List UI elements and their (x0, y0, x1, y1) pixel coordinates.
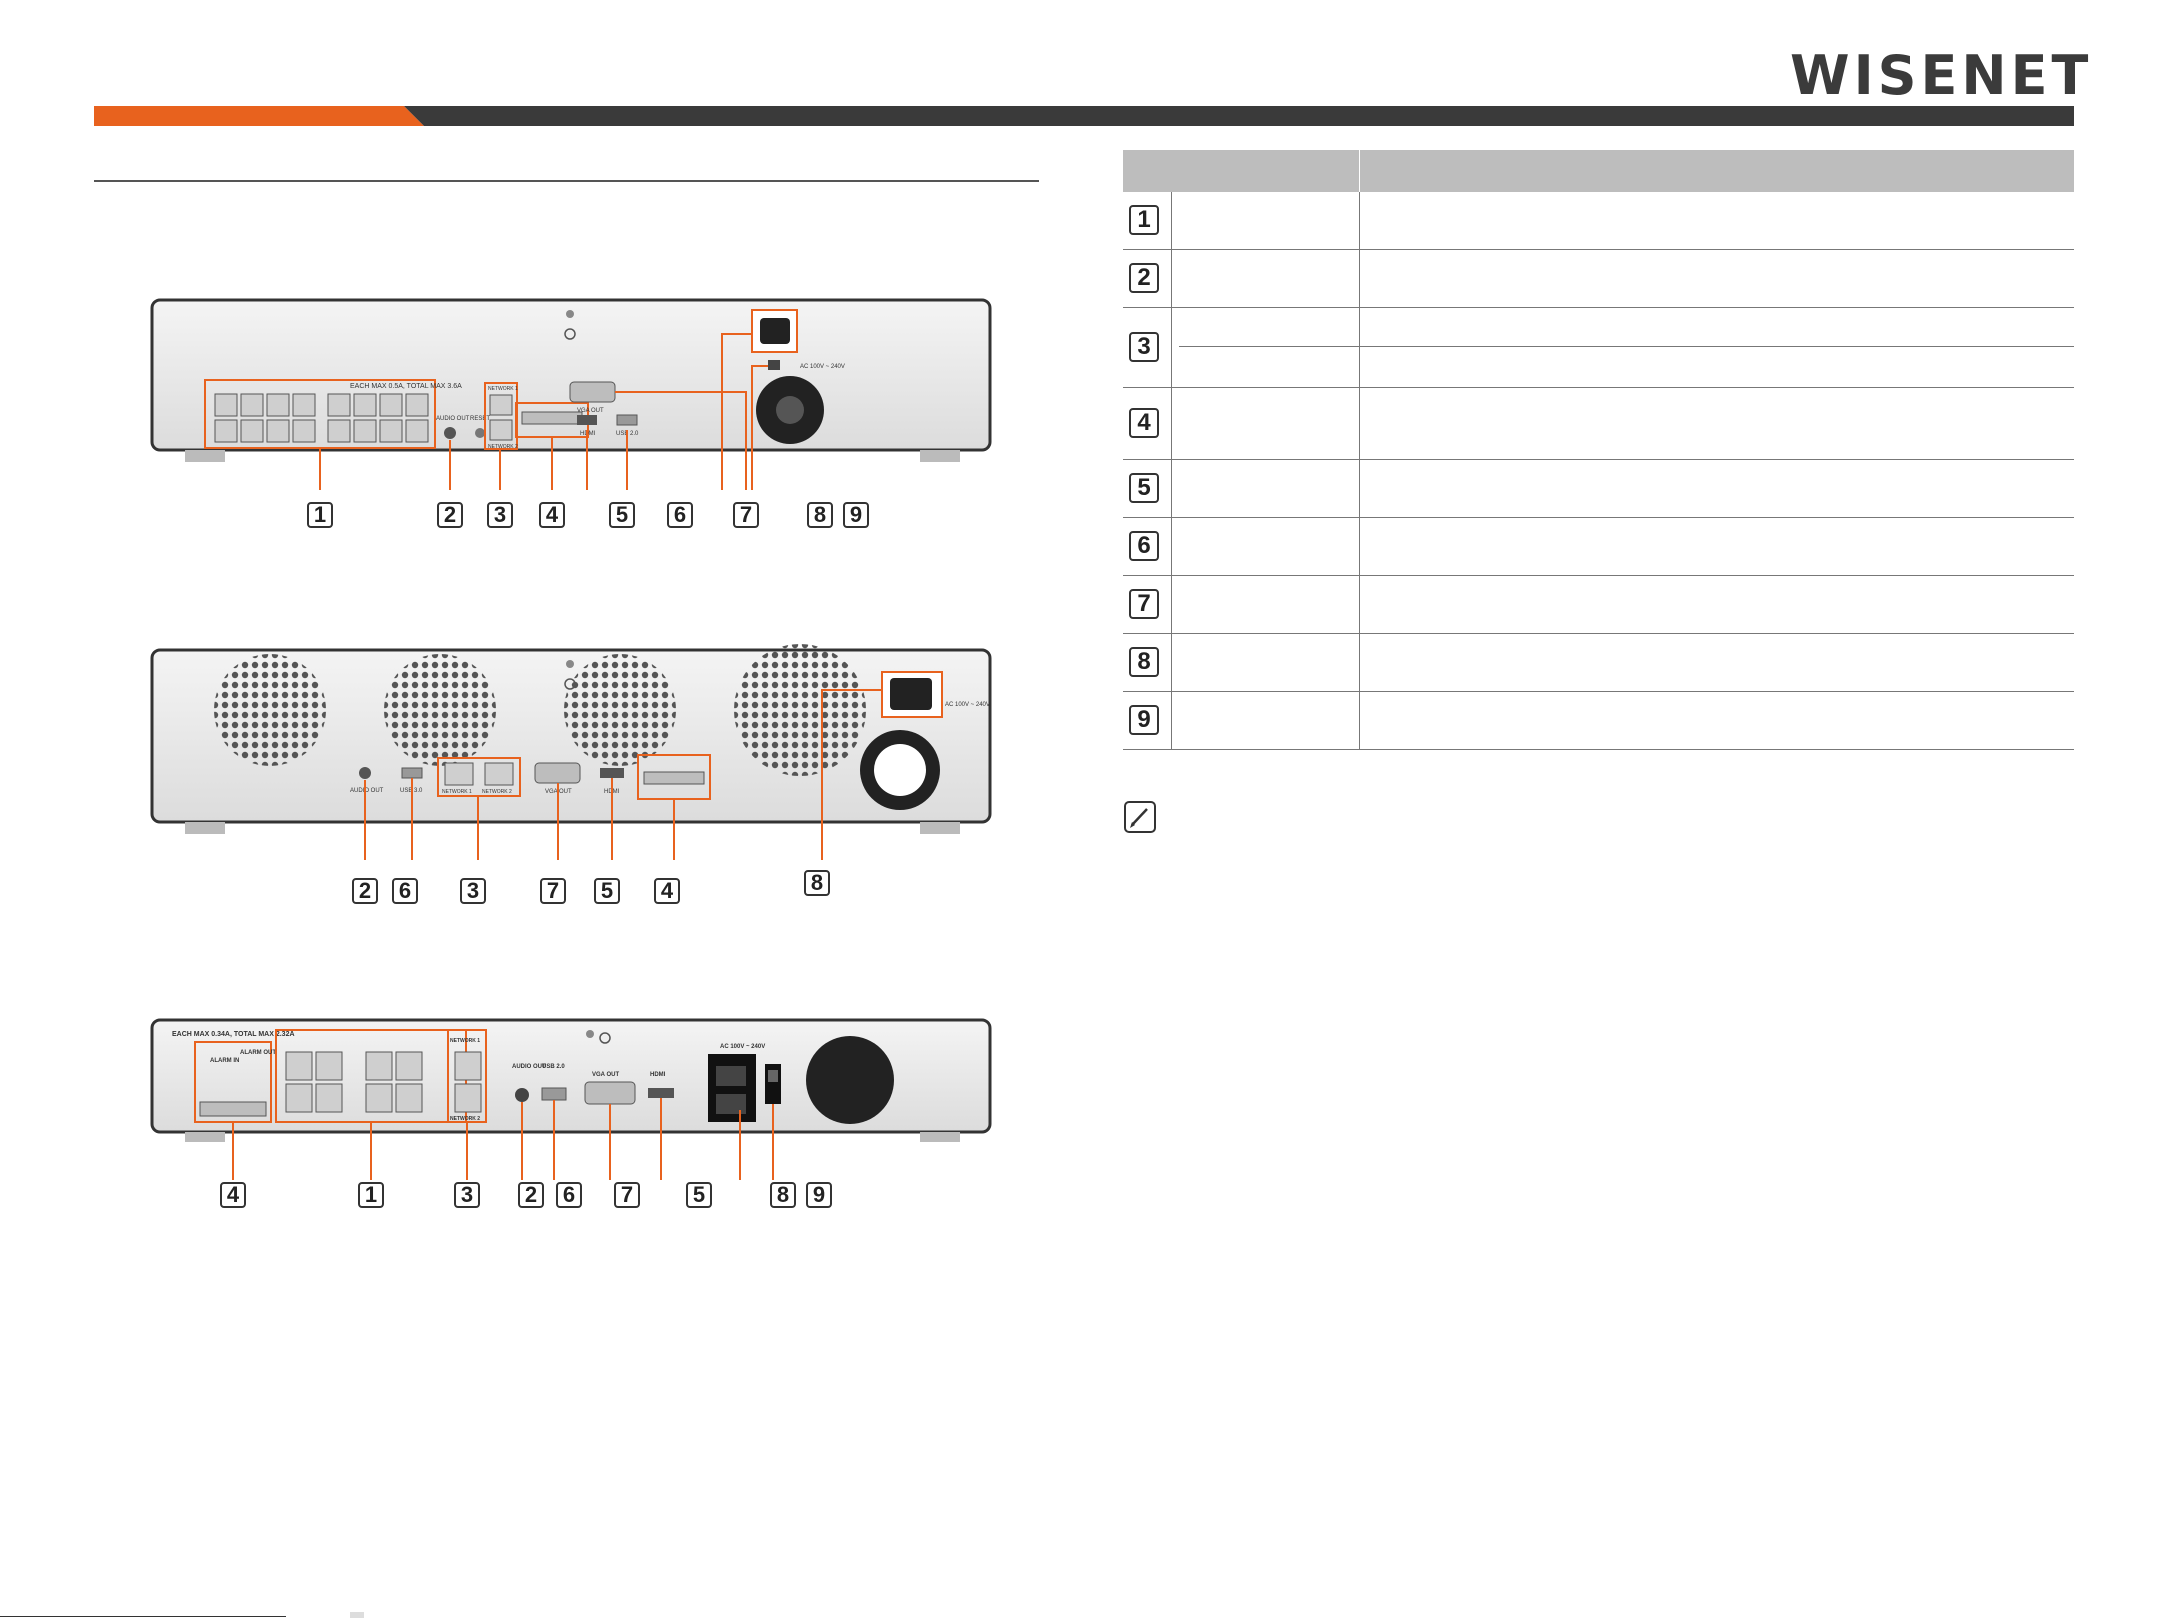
poe-caption: EACH MAX 0.5A, TOTAL MAX 3.6A (350, 383, 462, 390)
table-row: 7 (1123, 576, 2074, 634)
table-row-number: 2 (1129, 263, 1159, 293)
nvr-rear-panel-2: AC 100V ~ 240V AUDIO OUT USB 3.0 NETWORK… (150, 644, 992, 860)
figure-3-callout-4: 4 (220, 1182, 246, 1208)
table-row-number: 6 (1129, 531, 1159, 561)
figure-3-callout-3: 3 (454, 1182, 480, 1208)
table-row: 9 (1123, 692, 2074, 750)
nvr-rear-panel-3: EACH MAX 0.34A, TOTAL MAX 2.32A ALARM IN… (150, 1018, 992, 1180)
figure-1-callout-3: 3 (487, 502, 513, 528)
table-header (1123, 150, 2074, 192)
wisenet-logo: WISENET (1790, 44, 2093, 107)
figure-1-callout-4: 4 (539, 502, 565, 528)
table-row-number: 3 (1129, 332, 1159, 362)
table-row: 3 (1123, 308, 2074, 388)
svg-text:NETWORK 2: NETWORK 2 (450, 1116, 480, 1122)
svg-text:NETWORK 1: NETWORK 1 (488, 386, 518, 392)
svg-text:AC 100V ~ 240V: AC 100V ~ 240V (720, 1044, 765, 1050)
svg-text:USB 2.0: USB 2.0 (542, 1064, 565, 1070)
svg-text:AC 100V ~ 240V: AC 100V ~ 240V (945, 702, 990, 708)
svg-text:AC 100V ~ 240V: AC 100V ~ 240V (800, 364, 845, 370)
note-pencil-icon (1124, 801, 1156, 833)
figure-2-callout-5: 5 (594, 878, 620, 904)
figure-3-callout-9: 9 (806, 1182, 832, 1208)
figure-1-callout-2: 2 (437, 502, 463, 528)
svg-text:AUDIO OUT: AUDIO OUT (436, 416, 470, 422)
figure-1: EACH MAX 0.5A, TOTAL MAX 3.6A AUDIO OUT … (140, 290, 1000, 550)
svg-text:AUDIO OUT: AUDIO OUT (350, 788, 384, 794)
svg-text:ALARM IN: ALARM IN (210, 1058, 239, 1064)
table-row: 8 (1123, 634, 2074, 692)
table-row: 6 (1123, 518, 2074, 576)
svg-text:VGA OUT: VGA OUT (577, 408, 604, 414)
figure-1-callout-7: 7 (733, 502, 759, 528)
table-row-number: 5 (1129, 473, 1159, 503)
figure-2-callout-4: 4 (654, 878, 680, 904)
svg-text:EACH MAX 0.34A, TOTAL MAX 2.32: EACH MAX 0.34A, TOTAL MAX 2.32A (172, 1031, 295, 1038)
figure-3-callout-2: 2 (518, 1182, 544, 1208)
table-row-number: 7 (1129, 589, 1159, 619)
figure-1-callout-9: 9 (843, 502, 869, 528)
svg-text:NETWORK 1: NETWORK 1 (442, 789, 472, 795)
figure-2-callout-2: 2 (352, 878, 378, 904)
figure-2: AC 100V ~ 240V AUDIO OUT USB 3.0 NETWORK… (140, 640, 1000, 920)
figure-2-callout-7: 7 (540, 878, 566, 904)
header-banner (94, 106, 2074, 126)
figure-3-callout-1: 1 (358, 1182, 384, 1208)
table-row: 2 (1123, 250, 2074, 308)
figure-3: EACH MAX 0.34A, TOTAL MAX 2.32A ALARM IN… (140, 1010, 1000, 1210)
figure-1-callout-6: 6 (667, 502, 693, 528)
table-row-number: 4 (1129, 408, 1159, 438)
figure-1-callout-1: 1 (307, 502, 333, 528)
table-row: 5 (1123, 460, 2074, 518)
svg-text:RESET: RESET (470, 416, 490, 422)
table-row-number: 8 (1129, 647, 1159, 677)
svg-text:NETWORK 2: NETWORK 2 (488, 444, 518, 450)
figure-1-callout-8: 8 (807, 502, 833, 528)
footer-rule (0, 1616, 286, 1617)
svg-text:NETWORK 1: NETWORK 1 (450, 1038, 480, 1044)
figure-1-callout-5: 5 (609, 502, 635, 528)
figure-3-callout-8: 8 (770, 1182, 796, 1208)
figure-3-callout-6: 6 (556, 1182, 582, 1208)
svg-text:NETWORK 2: NETWORK 2 (482, 789, 512, 795)
figure-2-callout-8: 8 (804, 870, 830, 896)
nvr-rear-panel-1: EACH MAX 0.5A, TOTAL MAX 3.6A AUDIO OUT … (150, 298, 992, 490)
svg-text:HDMI: HDMI (650, 1072, 666, 1078)
footer-mark (350, 1612, 364, 1618)
figure-3-callout-7: 7 (614, 1182, 640, 1208)
table-row: 4 (1123, 388, 2074, 460)
svg-text:AUDIO OUT: AUDIO OUT (512, 1064, 546, 1070)
table-row: 1 (1123, 192, 2074, 250)
table-row-number: 9 (1129, 705, 1159, 735)
figure-2-callout-6: 6 (392, 878, 418, 904)
svg-text:VGA OUT: VGA OUT (592, 1072, 619, 1078)
figure-3-callout-5: 5 (686, 1182, 712, 1208)
section-rule (94, 180, 1039, 182)
table-row-number: 1 (1129, 205, 1159, 235)
svg-text:ALARM OUT: ALARM OUT (240, 1050, 276, 1056)
figure-2-callout-3: 3 (460, 878, 486, 904)
